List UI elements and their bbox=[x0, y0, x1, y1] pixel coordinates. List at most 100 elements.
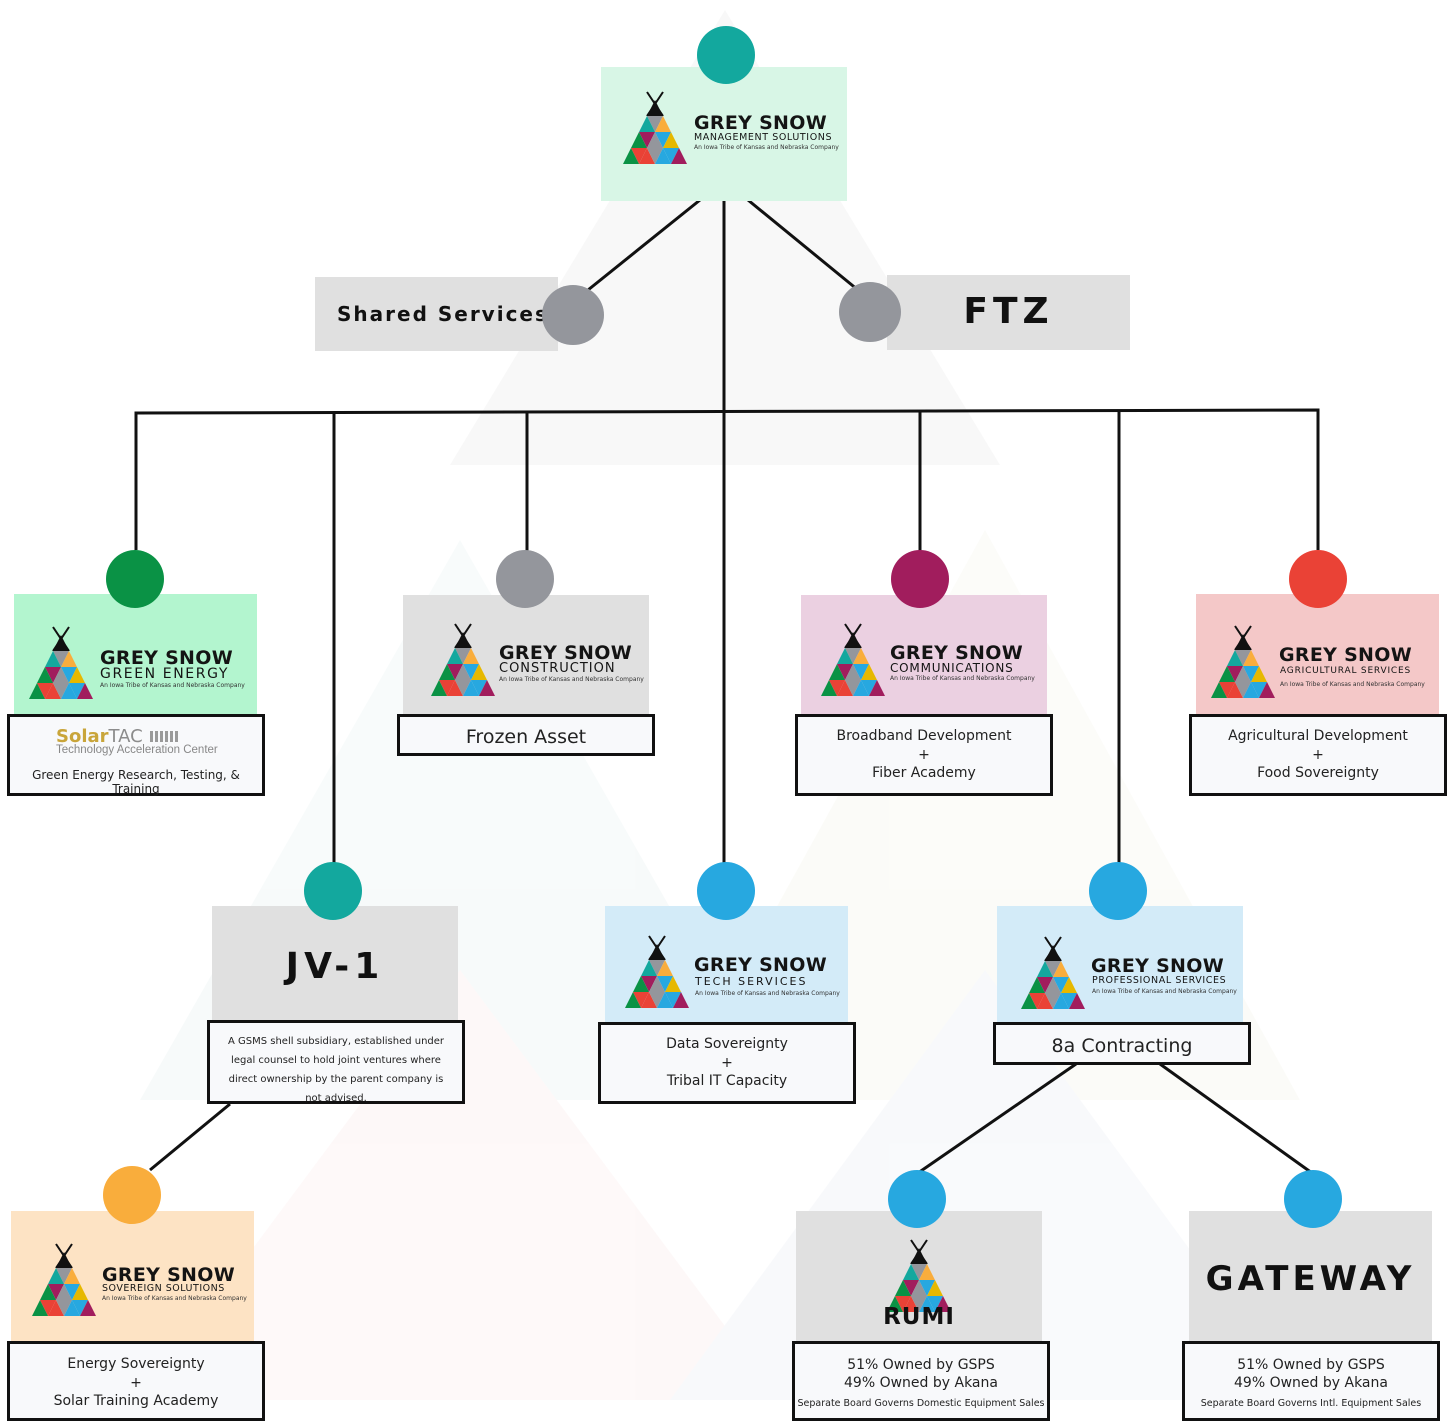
teepee-logo-icon bbox=[28, 626, 94, 700]
communications-description: Broadband Development + Fiber Academy bbox=[795, 714, 1053, 796]
desc-plus: + bbox=[918, 746, 930, 763]
brand-subtitle: SOVEREIGN SOLUTIONS bbox=[102, 1283, 225, 1294]
desc-line-1: 51% Owned by GSPS bbox=[847, 1357, 995, 1373]
jv1-node bbox=[304, 862, 362, 920]
brand-tagline: An Iowa Tribe of Kansas and Nebraska Com… bbox=[1280, 681, 1425, 688]
brand-tagline: An Iowa Tribe of Kansas and Nebraska Com… bbox=[1092, 988, 1237, 995]
agricultural-description: Agricultural Development + Food Sovereig… bbox=[1189, 714, 1447, 796]
desc-line-1: Agricultural Development bbox=[1228, 728, 1408, 744]
jv1-description: A GSMS shell subsidiary, established und… bbox=[207, 1020, 465, 1104]
teepee-logo-icon bbox=[1020, 936, 1086, 1010]
construction-desc-text: Frozen Asset bbox=[465, 726, 587, 748]
ftz-card: FTZ bbox=[887, 275, 1130, 350]
professional-services-node bbox=[1089, 862, 1147, 920]
brand-title: GREY SNOW bbox=[102, 1264, 235, 1286]
teepee-logo-icon bbox=[430, 623, 496, 697]
brand-subtitle: MANAGEMENT SOLUTIONS bbox=[694, 132, 833, 143]
desc-plus: + bbox=[721, 1054, 733, 1071]
communications-logo: GREY SNOW COMMUNICATIONS An Iowa Tribe o… bbox=[818, 622, 1043, 702]
management-solutions-node bbox=[697, 26, 755, 84]
tech-services-node bbox=[697, 862, 755, 920]
rumi-label: RUMI bbox=[883, 1304, 955, 1330]
solartac-logo: SolarTAC Technology Acceleration Center bbox=[56, 726, 226, 756]
green-energy-description: SolarTAC Technology Acceleration Center … bbox=[7, 714, 265, 796]
brand-tagline: An Iowa Tribe of Kansas and Nebraska Com… bbox=[102, 1295, 247, 1302]
desc-line-1: 51% Owned by GSPS bbox=[1237, 1357, 1385, 1373]
desc-line-2: Food Sovereignty bbox=[1257, 765, 1379, 781]
teepee-logo-icon bbox=[31, 1243, 97, 1317]
teepee-logo-icon bbox=[624, 935, 690, 1009]
desc-line-3: Separate Board Governs Domestic Equipmen… bbox=[797, 1398, 1045, 1409]
desc-line-2: 49% Owned by Akana bbox=[1234, 1375, 1388, 1391]
green-energy-node bbox=[106, 550, 164, 608]
brand-subtitle: GREEN ENERGY bbox=[100, 666, 229, 682]
desc-line-2: 49% Owned by Akana bbox=[844, 1375, 998, 1391]
teepee-logo-icon bbox=[1210, 625, 1276, 699]
sovereign-solutions-logo: GREY SNOW SOVEREIGN SOLUTIONS An Iowa Tr… bbox=[29, 1242, 254, 1322]
green-energy-logo: GREY SNOW GREEN ENERGY An Iowa Tribe of … bbox=[26, 625, 256, 705]
ftz-node bbox=[839, 282, 901, 342]
tech-services-logo: GREY SNOW TECH SERVICES An Iowa Tribe of… bbox=[622, 934, 847, 1014]
brand-subtitle: PROFESSIONAL SERVICES bbox=[1092, 975, 1227, 986]
sovereign-solutions-node bbox=[103, 1166, 161, 1224]
desc-line-3: Separate Board Governs Intl. Equipment S… bbox=[1200, 1398, 1422, 1409]
teepee-logo-icon bbox=[622, 91, 688, 165]
brand-title: GREY SNOW bbox=[694, 112, 827, 134]
desc-line-1: Energy Sovereignty bbox=[67, 1356, 205, 1372]
communications-node bbox=[891, 550, 949, 608]
brand-tagline: An Iowa Tribe of Kansas and Nebraska Com… bbox=[499, 676, 644, 683]
desc-plus: + bbox=[130, 1374, 142, 1391]
sovereign-solutions-card bbox=[11, 1211, 254, 1342]
construction-node bbox=[496, 550, 554, 608]
rumi-description: 51% Owned by GSPS 49% Owned by Akana Sep… bbox=[792, 1341, 1050, 1421]
sovereign-solutions-description: Energy Sovereignty + Solar Training Acad… bbox=[7, 1341, 265, 1421]
jv1-label: JV-1 bbox=[285, 946, 385, 987]
brand-subtitle: CONSTRUCTION bbox=[499, 661, 616, 676]
rumi-node bbox=[888, 1170, 946, 1228]
agricultural-node bbox=[1289, 550, 1347, 608]
green-energy-desc-text: Green Energy Research, Testing, & Traini… bbox=[32, 768, 240, 796]
gateway-description: 51% Owned by GSPS 49% Owned by Akana Sep… bbox=[1182, 1341, 1440, 1421]
management-solutions-logo: GREY SNOW MANAGEMENT SOLUTIONS An Iowa T… bbox=[620, 90, 840, 170]
desc-line-1: Data Sovereignty bbox=[666, 1036, 788, 1052]
brand-tagline: An Iowa Tribe of Kansas and Nebraska Com… bbox=[100, 682, 245, 689]
professional-services-logo: GREY SNOW PROFESSIONAL SERVICES An Iowa … bbox=[1018, 935, 1243, 1015]
shared-services-node bbox=[542, 285, 604, 345]
professional-services-description: 8a Contracting bbox=[993, 1022, 1251, 1065]
solartac-solar-text: Solar bbox=[56, 726, 109, 747]
gateway-node bbox=[1284, 1170, 1342, 1228]
desc-line-2: Solar Training Academy bbox=[53, 1393, 219, 1409]
brand-title: GREY SNOW bbox=[694, 954, 827, 976]
brand-tagline: An Iowa Tribe of Kansas and Nebraska Com… bbox=[694, 144, 839, 151]
solartac-grid-icon bbox=[149, 731, 180, 742]
brand-title: GREY SNOW bbox=[100, 647, 233, 669]
shared-services-card: Shared Services bbox=[315, 277, 558, 351]
desc-line-1: Broadband Development bbox=[836, 728, 1012, 744]
construction-card bbox=[403, 595, 649, 717]
construction-description: Frozen Asset bbox=[397, 714, 655, 756]
construction-logo: GREY SNOW CONSTRUCTION An Iowa Tribe of … bbox=[428, 622, 648, 702]
jv1-desc-text: A GSMS shell subsidiary, established und… bbox=[227, 1036, 445, 1104]
desc-plus: + bbox=[1312, 746, 1324, 763]
professional-desc-text: 8a Contracting bbox=[1051, 1035, 1193, 1057]
brand-title: GREY SNOW bbox=[1091, 955, 1224, 977]
ftz-label: FTZ bbox=[963, 291, 1054, 332]
brand-tagline: An Iowa Tribe of Kansas and Nebraska Com… bbox=[890, 675, 1035, 682]
tech-services-description: Data Sovereignty + Tribal IT Capacity bbox=[598, 1022, 856, 1104]
gateway-card: GATEWAY bbox=[1189, 1211, 1432, 1342]
desc-line-2: Tribal IT Capacity bbox=[666, 1073, 788, 1089]
teepee-logo-icon bbox=[820, 623, 886, 697]
brand-subtitle: AGRICULTURAL SERVICES bbox=[1280, 666, 1411, 676]
solartac-tac-text: TAC bbox=[108, 726, 143, 747]
gateway-label: GATEWAY bbox=[1205, 1259, 1416, 1299]
brand-subtitle: TECH SERVICES bbox=[695, 975, 808, 988]
teepee-logo-icon bbox=[886, 1239, 952, 1313]
brand-title: GREY SNOW bbox=[890, 642, 1023, 664]
shared-services-label: Shared Services bbox=[337, 302, 549, 326]
brand-subtitle: COMMUNICATIONS bbox=[890, 661, 1014, 675]
brand-tagline: An Iowa Tribe of Kansas and Nebraska Com… bbox=[695, 990, 840, 997]
brand-title: GREY SNOW bbox=[1279, 644, 1412, 666]
solartac-subtitle: Technology Acceleration Center bbox=[56, 744, 218, 756]
jv1-card: JV-1 bbox=[212, 906, 458, 1022]
